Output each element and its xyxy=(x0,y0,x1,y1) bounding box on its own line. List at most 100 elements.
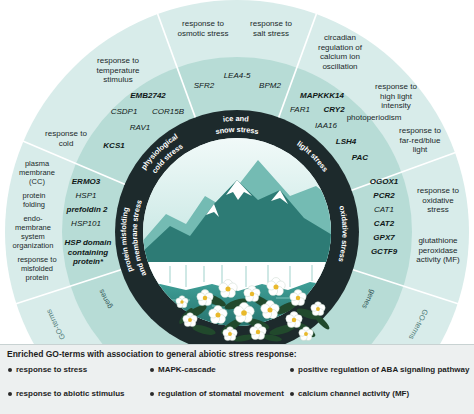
text-run: and membrane stress xyxy=(130,199,148,278)
gene-name: HSP101 xyxy=(71,219,101,229)
flower-center xyxy=(316,307,320,311)
go-term: response to osmotic stress xyxy=(171,19,235,38)
bullet-text: MAPK-cascade xyxy=(158,365,288,375)
bullet-text: response to stress xyxy=(16,365,148,375)
stress-category: light stress xyxy=(295,139,329,174)
text-run: GO-terms xyxy=(407,308,430,342)
flower xyxy=(261,301,279,319)
flower xyxy=(286,312,302,328)
flower xyxy=(267,278,285,296)
go-term: response to high light intensity xyxy=(371,82,421,111)
bullet-dot xyxy=(290,368,294,372)
flower-center xyxy=(250,292,254,296)
summary-box: Enriched GO-terms with association to ge… xyxy=(0,344,474,414)
sky xyxy=(140,136,334,330)
gene-name: BPM2 xyxy=(259,81,281,91)
text-run: GO-terms xyxy=(44,308,67,342)
gene-name: RAV1 xyxy=(130,123,150,133)
flower-center xyxy=(267,307,272,312)
flower xyxy=(234,303,254,323)
gene-name: KCS1 xyxy=(103,141,124,151)
bullet-text: calcium channel activity (MF) xyxy=(298,389,470,399)
bullet-item: calcium channel activity (MF) xyxy=(290,389,470,399)
gene-name: IAA16 xyxy=(315,121,337,131)
go-term: protein folding xyxy=(11,191,57,209)
gene-name: LSH4 xyxy=(336,137,356,147)
text-run: oxidative stress xyxy=(336,205,349,263)
snow-cap xyxy=(271,190,288,204)
sector-divider xyxy=(157,12,195,117)
gene-name: GCTF9 xyxy=(371,247,397,257)
gene-name: EMB2742 xyxy=(130,91,166,101)
mountains xyxy=(140,180,334,266)
text-run: cold stress xyxy=(150,142,185,176)
gene-name: LEA4-5 xyxy=(224,71,251,81)
glacier-crevasses xyxy=(170,265,312,287)
gene-name: HSP1 xyxy=(76,191,97,201)
gene-name: prefoldin 2 xyxy=(67,205,108,215)
flower-center xyxy=(225,286,230,291)
stress-category: ice and snow stress xyxy=(215,114,260,136)
glacier xyxy=(146,262,334,291)
bullet-text: regulation of stomatal movement xyxy=(158,389,288,399)
bullet-item: regulation of stomatal movement xyxy=(150,389,288,399)
flower-center xyxy=(215,312,220,317)
flower-center xyxy=(296,296,300,300)
flower xyxy=(197,290,213,306)
box-heading: Enriched GO-terms with association to ge… xyxy=(7,349,468,359)
text-run: snow stress xyxy=(215,125,260,136)
gene-name: SFR2 xyxy=(194,81,214,91)
stress-band xyxy=(115,110,359,354)
flower xyxy=(223,327,237,341)
flower-center xyxy=(304,332,308,336)
flower xyxy=(290,290,306,306)
go-term: endo-membrane system organization xyxy=(9,214,57,250)
flower xyxy=(299,327,313,341)
text-run: ice and xyxy=(222,114,251,124)
text-run: light stress xyxy=(295,139,329,174)
bullet-item: response to abiotic stimulus xyxy=(8,389,148,399)
gene-name: CRY2 xyxy=(323,105,344,115)
gene-name: PAC xyxy=(352,153,368,163)
stress-category: protein misfolding and membrane stress xyxy=(119,199,148,278)
flower xyxy=(219,280,237,298)
go-term: circadian regulation of calcium ion osci… xyxy=(313,33,367,71)
bullet-dot xyxy=(290,392,294,396)
go-term: response to far-red/blue light xyxy=(395,126,445,155)
flowers xyxy=(176,278,331,343)
stress-category: physiological cold stress xyxy=(139,131,185,176)
flower xyxy=(209,306,227,324)
flower-center xyxy=(292,318,296,322)
flower-center xyxy=(256,330,260,334)
flower-center xyxy=(180,300,183,303)
flower-center xyxy=(273,284,278,289)
bullet-dot xyxy=(8,368,12,372)
bullet-dot xyxy=(150,368,154,372)
scene xyxy=(140,136,334,332)
go-term: response to misfolded protein xyxy=(16,255,58,282)
flower xyxy=(244,286,260,302)
text-run: genes xyxy=(97,288,114,311)
bullet-item: positive regulation of ABA signaling pat… xyxy=(290,365,470,375)
gene-name: CSDP1 xyxy=(111,107,138,117)
flower-center xyxy=(228,332,232,336)
go-term: response to cold xyxy=(42,129,90,148)
snow-cap xyxy=(226,180,252,200)
flower-center xyxy=(188,318,192,322)
flower-center xyxy=(241,310,247,316)
gene-name: CAT2 xyxy=(374,219,394,229)
bullet-text: positive regulation of ABA signaling pat… xyxy=(298,365,470,375)
gene-name: ERMO3 xyxy=(72,177,100,187)
bullet-item: MAPK-cascade xyxy=(150,365,288,375)
gene-name: CAT1 xyxy=(374,205,394,215)
snow-cap xyxy=(206,204,219,217)
bullet-dot xyxy=(150,392,154,396)
flower xyxy=(250,324,266,340)
flower-center xyxy=(203,296,207,300)
ring-label: GO-terms xyxy=(44,308,67,342)
flower xyxy=(183,313,197,327)
gene-name: COR15B xyxy=(152,107,184,117)
sector-divider xyxy=(279,12,317,117)
gene-name: GPX7 xyxy=(373,233,394,243)
